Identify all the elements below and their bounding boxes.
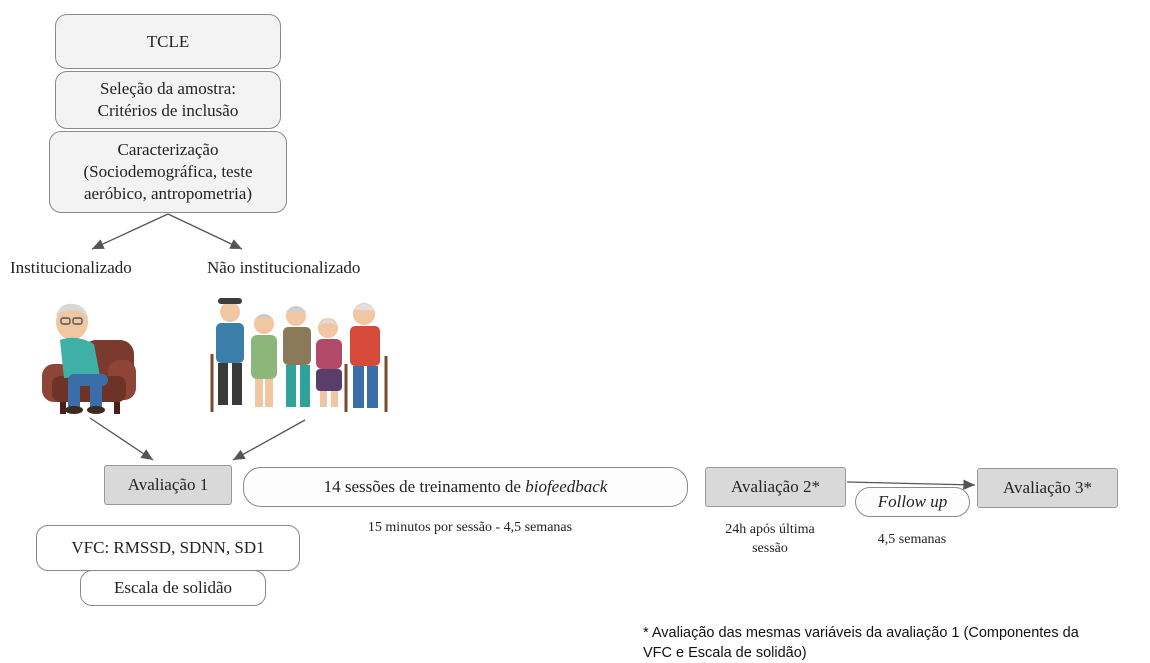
evaluation-1-box: Avaliação 1 (104, 465, 232, 505)
arrow-to-institutionalized (91, 213, 169, 250)
group-institutionalized: Institucionalizado (10, 258, 132, 277)
follow-up-label: Follow up (877, 492, 948, 511)
vfc-measures-box: VFC: RMSSD, SDNN, SD1 (36, 525, 300, 571)
elderly-group-illustration (210, 298, 388, 412)
footnote: * Avaliação das mesmas variáveis da aval… (643, 623, 1148, 663)
tcle-box: TCLE (55, 14, 281, 69)
sample-selection-line1: Seleção da amostra: (100, 79, 236, 98)
training-duration-note: 15 minutos por sessão - 4,5 semanas (367, 520, 573, 535)
follow-up-duration-note: 4,5 semanas (877, 532, 947, 547)
footnote-line1: * Avaliação das mesmas variáveis da aval… (643, 625, 1079, 641)
footnote-line2: VFC e Escala de solidão) (643, 645, 807, 661)
training-label-biofeedback: biofeedback (525, 477, 608, 496)
characterization-line2: (Sociodemográfica, teste (83, 162, 253, 181)
arrow-to-non-institutionalized (167, 213, 243, 250)
sample-selection-box: Seleção da amostra: Critérios de inclusã… (55, 71, 281, 129)
loneliness-scale-box: Escala de solidão (80, 570, 266, 606)
evaluation-3-label: Avaliação 3* (1003, 478, 1092, 497)
arrow-eval2-to-eval3 (846, 479, 976, 490)
characterization-box: Caracterização (Sociodemográfica, teste … (49, 131, 287, 213)
training-label-text: 14 sessões de treinamento de (323, 477, 526, 496)
evaluation-1-label: Avaliação 1 (127, 475, 209, 494)
tcle-label: TCLE (146, 31, 190, 51)
training-label: 14 sessões de treinamento de biofeedback (324, 476, 608, 498)
training-sessions-box: 14 sessões de treinamento de biofeedback (243, 467, 688, 507)
characterization-line3: aeróbico, antropometria) (83, 184, 253, 203)
evaluation-2-note: 24h após última sessão (700, 520, 840, 558)
evaluation-2-note-line2: sessão (752, 541, 788, 556)
elderly-man-armchair-illustration (42, 303, 136, 414)
follow-up-box: Follow up (855, 487, 970, 517)
characterization-line1: Caracterização (117, 140, 219, 159)
evaluation-2-label: Avaliação 2* (731, 477, 820, 496)
vfc-measures-label: VFC: RMSSD, SDNN, SD1 (71, 538, 265, 557)
arrow-noninst-to-eval1 (232, 419, 306, 461)
evaluation-2-note-line1: 24h após última (725, 522, 815, 537)
group-non-institutionalized: Não institucionalizado (207, 258, 361, 277)
evaluation-2-box: Avaliação 2* (705, 467, 846, 507)
sample-selection-line2: Critérios de inclusão (97, 101, 239, 120)
arrow-inst-to-eval1 (89, 417, 154, 461)
loneliness-scale-label: Escala de solidão (113, 578, 232, 597)
evaluation-3-box: Avaliação 3* (977, 468, 1118, 508)
